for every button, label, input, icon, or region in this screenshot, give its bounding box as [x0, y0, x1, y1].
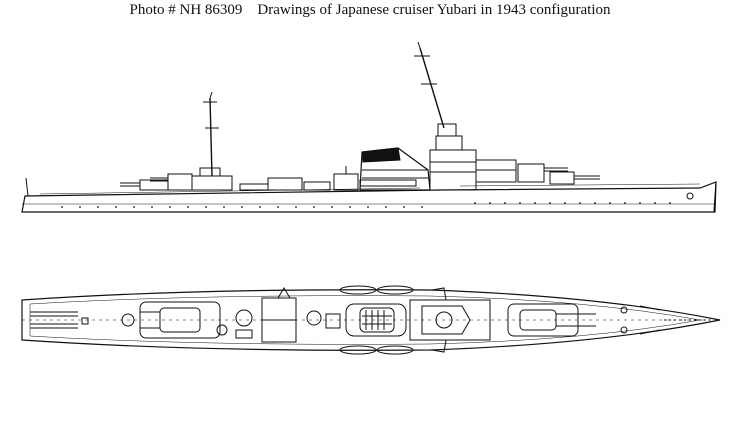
hull-outline [21, 181, 717, 213]
bridge-plan [409, 287, 491, 353]
photo-label: Photo # [129, 2, 176, 18]
deck-plan-drawing [21, 285, 721, 355]
side-elevation-drawing [21, 41, 717, 213]
photo-title: Drawings of Japanese cruiser Yubari in 1… [257, 2, 611, 18]
funnel [359, 147, 431, 191]
photo-caption: Photo # NH 86309 Drawings of Japanese cr… [0, 2, 740, 19]
photo-number: NH 86309 [179, 2, 243, 18]
deck-hull-outline [21, 289, 721, 351]
foremast [414, 41, 445, 129]
aft-gun-turret [120, 173, 193, 191]
forward-gun-turret [517, 163, 600, 185]
mainmast [203, 91, 219, 177]
funnel-plan [345, 303, 407, 337]
portholes [61, 202, 671, 208]
bridge-tower [429, 123, 517, 191]
anchor-icon [686, 192, 694, 200]
bow-fittings [620, 305, 710, 335]
aft-turret-plan [139, 301, 221, 339]
boats [339, 285, 414, 355]
aft-deck-structure [261, 287, 297, 343]
forward-turret-plan [507, 303, 596, 337]
